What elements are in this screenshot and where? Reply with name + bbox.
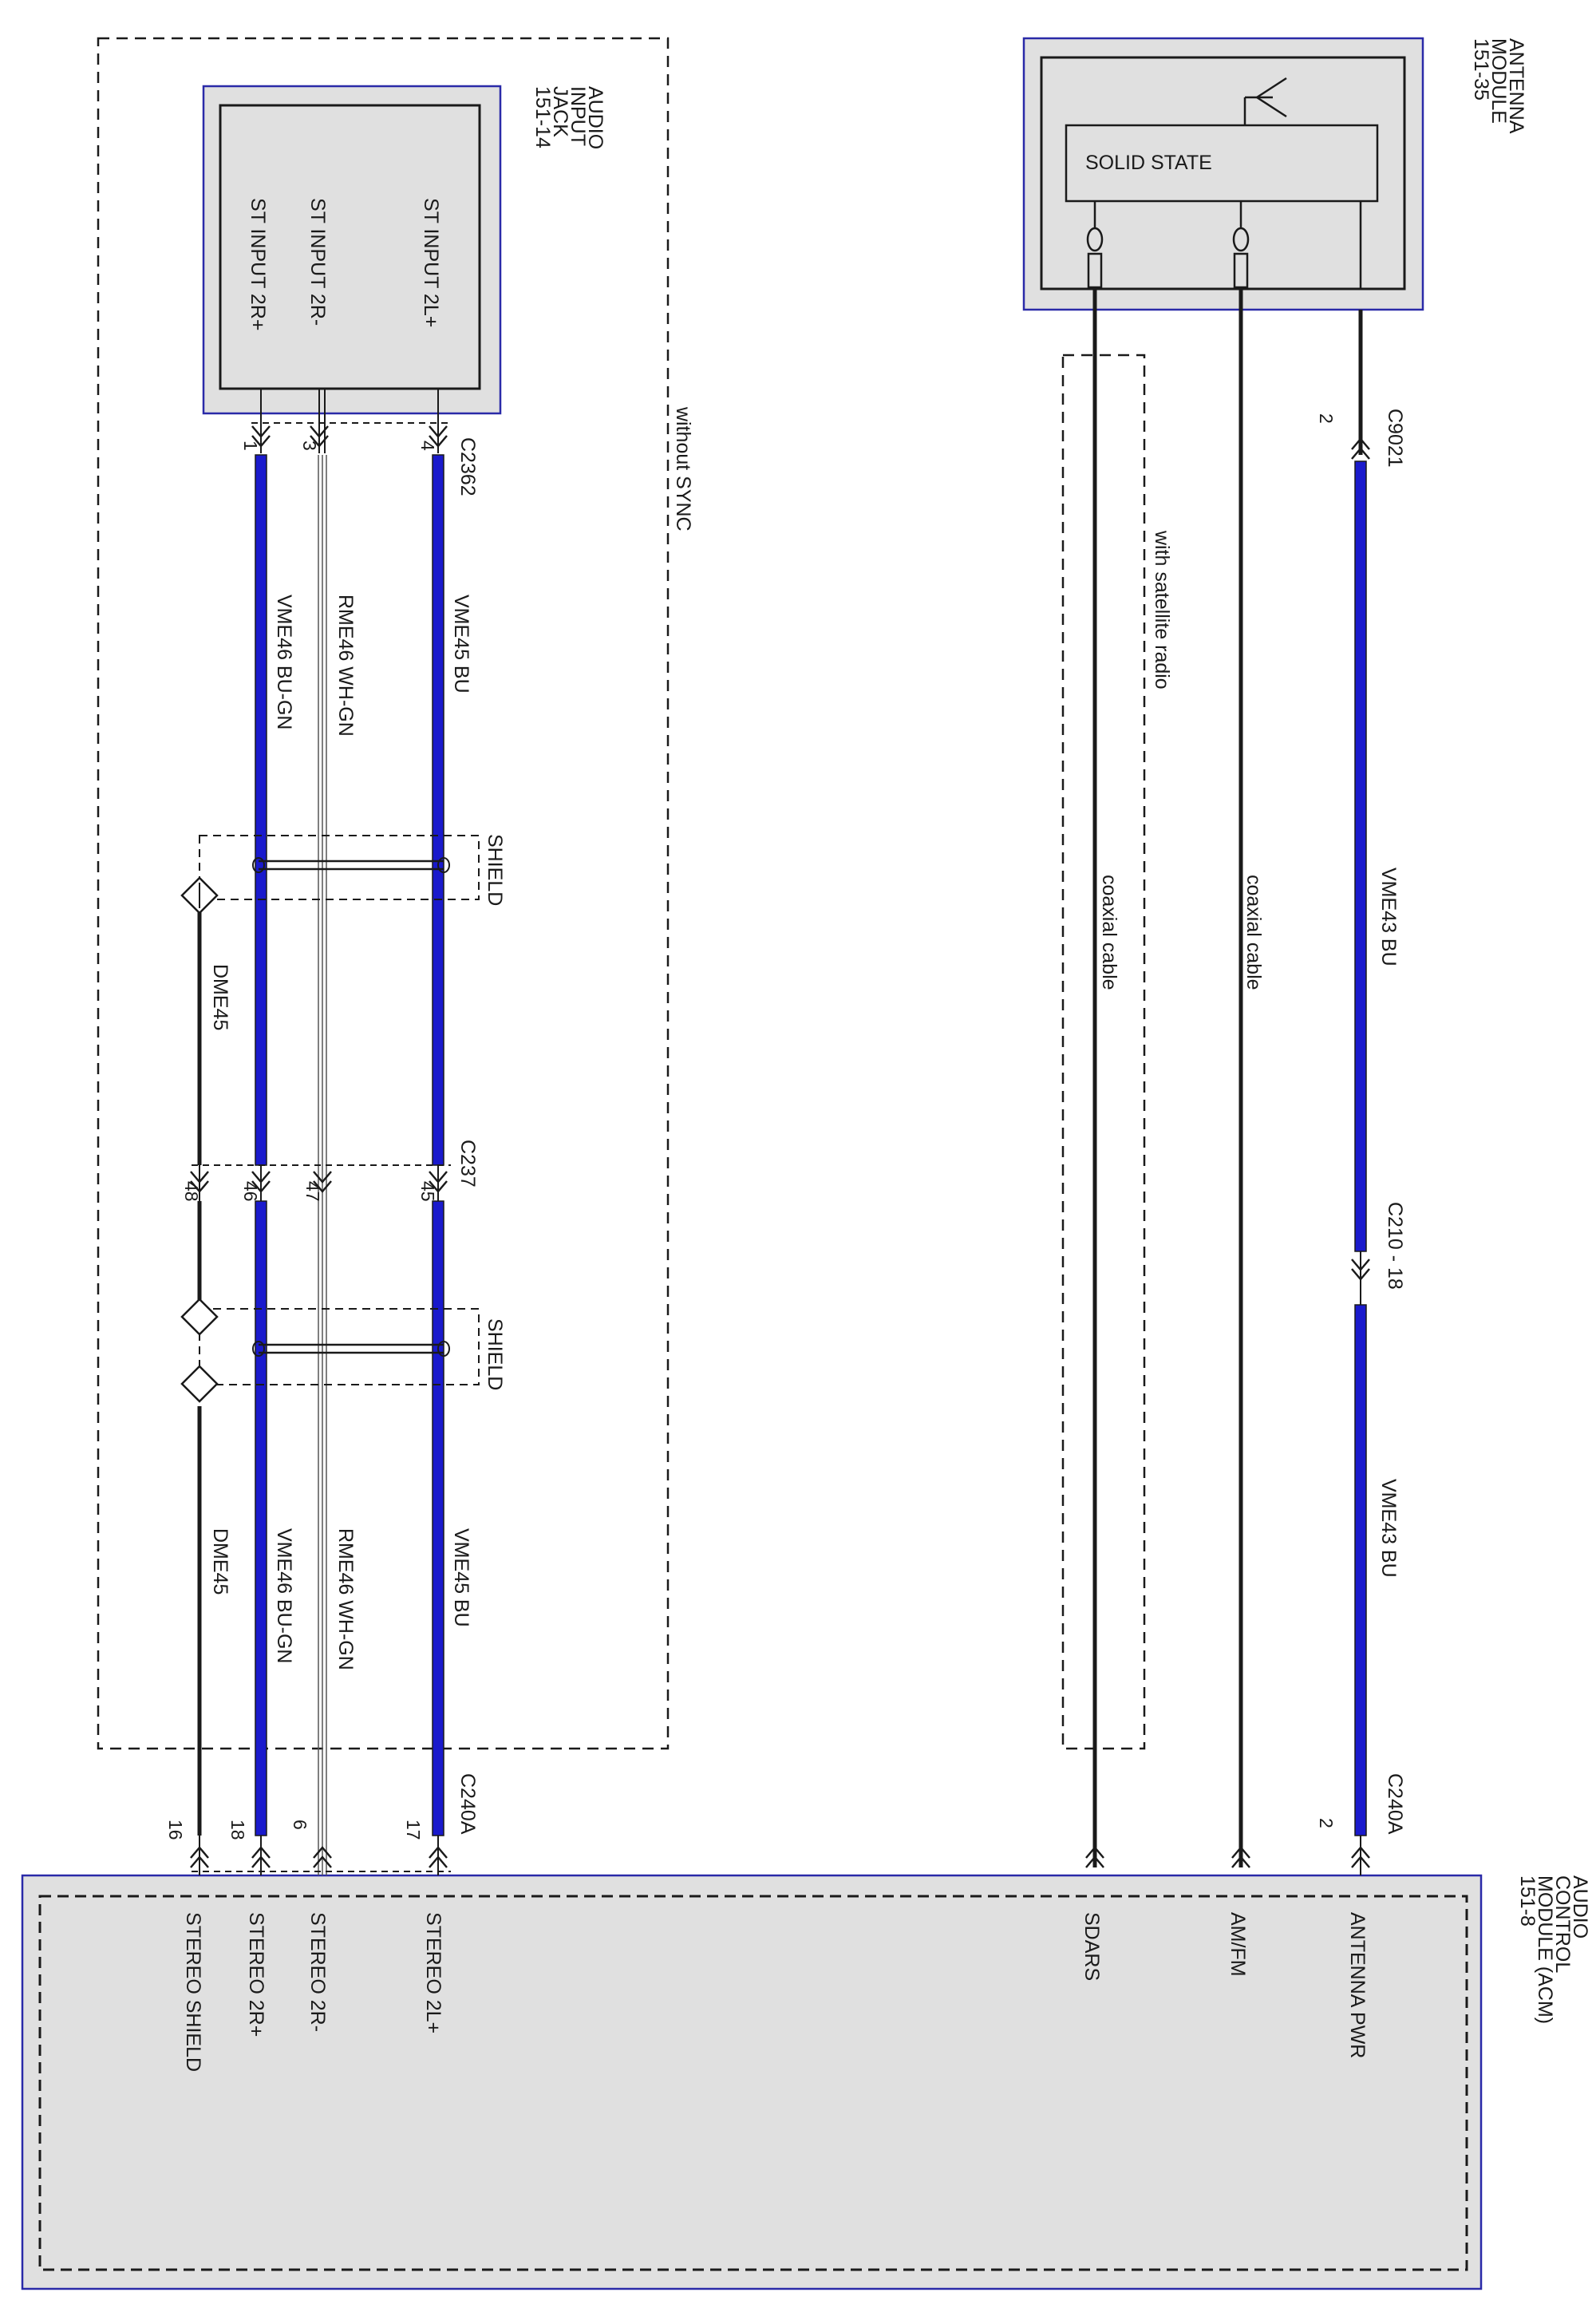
svg-text:MODULE: MODULE — [1487, 38, 1510, 124]
c2362-pin-4: 4 — [417, 441, 438, 451]
wire-vme46 — [255, 454, 267, 1875]
audio-input-jack-title: AUDIO INPUT JACK 151-14 — [531, 86, 606, 149]
c240a-pin-6: 6 — [290, 1820, 310, 1830]
c237-pin-46: 46 — [240, 1181, 261, 1202]
wire-label-dme45-bottom: DME45 — [209, 1528, 231, 1595]
wire-label-vme43-top: VME43 BU — [1377, 867, 1400, 966]
pin-label-st-input-2r-plus: ST INPUT 2R+ — [247, 198, 269, 331]
amfm-coax-label: coaxial cable — [1242, 875, 1265, 990]
acm-inner-dashed-box — [38, 1895, 1468, 2271]
shield-1-label: SHIELD — [484, 834, 506, 906]
wire-label-rme46-bottom: RME46 WH-GN — [334, 1528, 357, 1670]
connector-c237 — [190, 1164, 451, 1193]
sdars-terminal-icon — [1085, 1846, 1104, 1859]
shield-1 — [180, 835, 480, 915]
connector-c210 — [1351, 1259, 1370, 1281]
sdars-coax-label: coaxial cable — [1098, 875, 1120, 990]
c240a-pin-17: 17 — [403, 1820, 424, 1840]
acm-pin-sdars: SDARS — [1080, 1912, 1103, 1981]
solid-state-box — [1065, 124, 1379, 203]
svg-text:AUDIO: AUDIO — [1569, 1875, 1591, 1938]
connector-c2362-label: C2362 — [456, 437, 479, 496]
connector-c9021-label: C9021 — [1384, 409, 1406, 468]
connector-c240a-audio-label: C240A — [456, 1773, 479, 1835]
solid-state-label: SOLID STATE — [1085, 152, 1212, 174]
wire-label-dme45-top: DME45 — [209, 964, 231, 1030]
svg-text:CONTROL: CONTROL — [1551, 1875, 1574, 1973]
without-sync-label: without SYNC — [672, 406, 694, 532]
antenna-icon — [1243, 77, 1287, 125]
c237-pin-45: 45 — [417, 1181, 438, 1202]
svg-text:151-8: 151-8 — [1516, 1875, 1539, 1927]
connector-c240a-antenna — [1351, 1846, 1370, 1868]
c237-pin-47: 47 — [302, 1181, 323, 1202]
wire-vme45 — [432, 454, 444, 1875]
c2362-pin-1: 1 — [240, 441, 261, 451]
wire-vme43 — [1354, 310, 1367, 1875]
connector-c240a-audio — [190, 1846, 451, 1872]
connector-c210-label: C210 - 18 — [1384, 1202, 1406, 1290]
acm-pin-stereo-2l-plus: STEREO 2L+ — [422, 1912, 444, 2033]
c240a-pin-16: 16 — [165, 1820, 186, 1840]
wire-label-vme45-bottom: VME45 BU — [450, 1528, 472, 1627]
wire-label-vme45-top: VME45 BU — [450, 595, 472, 694]
acm-pin-stereo-2r-plus: STEREO 2R+ — [245, 1912, 267, 2037]
svg-text:MODULE (ACM): MODULE (ACM) — [1534, 1875, 1556, 2024]
c237-pin-48: 48 — [181, 1181, 202, 1202]
wire-label-vme43-bottom: VME43 BU — [1377, 1479, 1400, 1578]
c240a-antenna-pin-2: 2 — [1316, 1818, 1337, 1828]
connector-c240a-antenna-label: C240A — [1384, 1773, 1406, 1835]
svg-text:INPUT: INPUT — [567, 86, 589, 146]
svg-text:151-14: 151-14 — [531, 86, 554, 148]
amfm-terminal-icon — [1231, 1846, 1250, 1859]
svg-text:151-35: 151-35 — [1470, 38, 1492, 101]
shield-2 — [180, 1298, 480, 1403]
wire-label-rme46-top: RME46 WH-GN — [334, 595, 357, 737]
audio-input-jack-inner-box — [219, 104, 481, 390]
jack-leads — [260, 389, 439, 453]
audio-control-module — [21, 1874, 1483, 2290]
wire-label-vme46-bottom: VME46 BU-GN — [273, 1528, 295, 1663]
without-sync-option-box — [97, 37, 670, 1750]
acm-pin-amfm: AM/FM — [1227, 1912, 1249, 1977]
wire-label-vme46-top: VME46 BU-GN — [273, 595, 295, 729]
with-satellite-radio-option-box — [1061, 354, 1146, 1750]
acm-pin-stereo-shield: STEREO SHIELD — [182, 1912, 204, 2072]
c240a-pin-18: 18 — [227, 1820, 248, 1840]
antenna-module-title: ANTENNA MODULE 151-35 — [1470, 38, 1527, 134]
with-satellite-radio-label: with satellite radio — [1151, 530, 1173, 690]
c9021-pin-2: 2 — [1316, 413, 1337, 424]
connector-c9021 — [1351, 437, 1370, 460]
acm-pin-stereo-2r-minus: STEREO 2R- — [306, 1912, 329, 2032]
c2362-pin-3: 3 — [299, 441, 320, 451]
svg-text:AUDIO: AUDIO — [584, 86, 606, 149]
shield-2-label: SHIELD — [484, 1318, 506, 1390]
svg-text:JACK: JACK — [549, 86, 571, 137]
pin-label-st-input-2r-minus: ST INPUT 2R- — [306, 198, 329, 326]
acm-title: AUDIO CONTROL MODULE (ACM) 151-8 — [1516, 1875, 1591, 2024]
svg-text:ANTENNA: ANTENNA — [1505, 38, 1527, 134]
connector-c237-label: C237 — [456, 1140, 479, 1188]
acm-pin-antenna-pwr: ANTENNA PWR — [1346, 1912, 1369, 2058]
connector-c2362 — [251, 422, 451, 448]
pin-label-st-input-2l-plus: ST INPUT 2L+ — [420, 198, 442, 327]
